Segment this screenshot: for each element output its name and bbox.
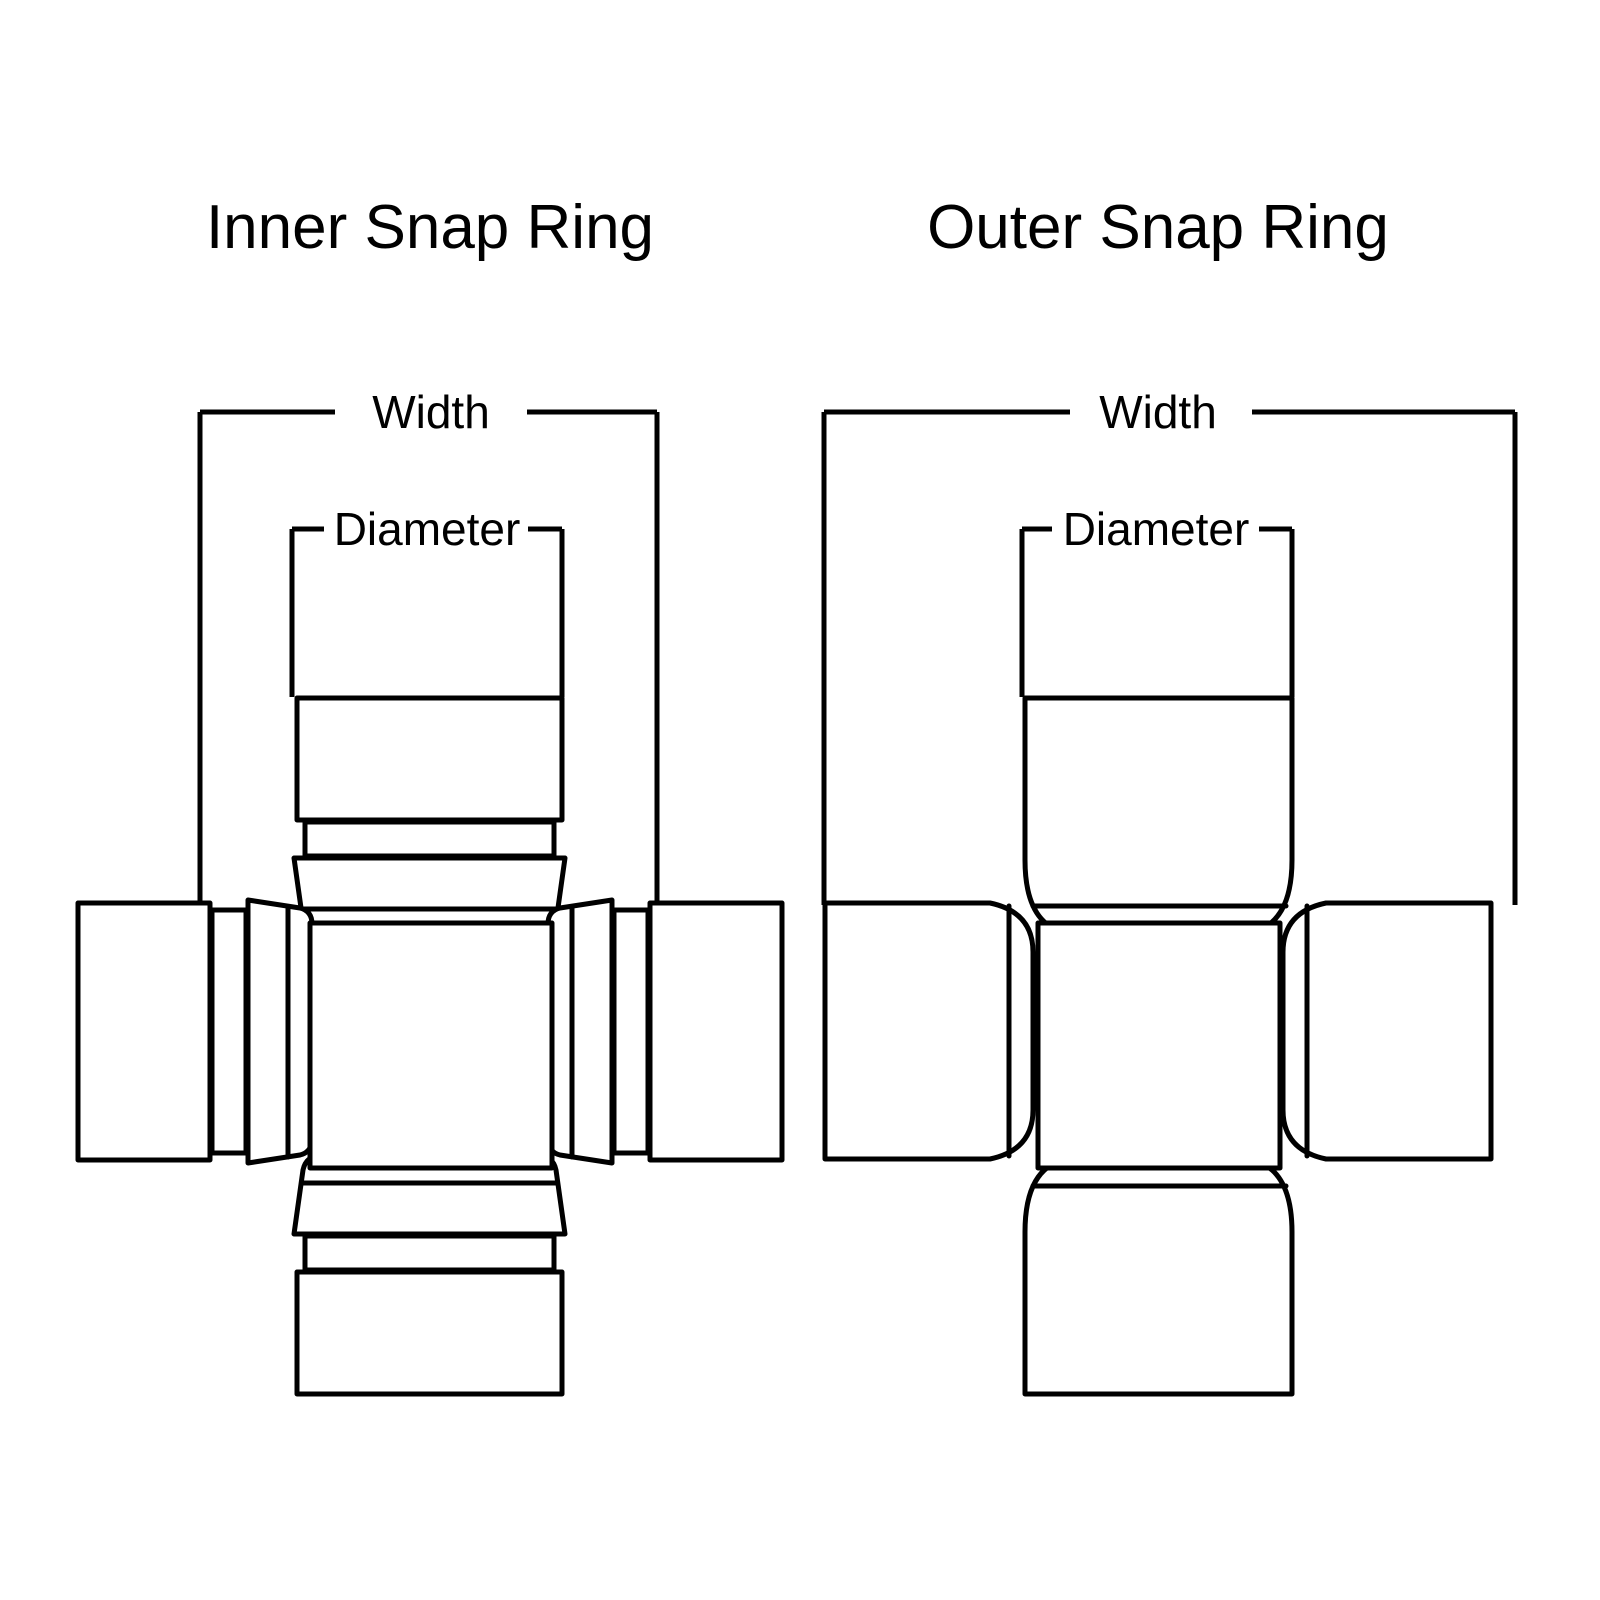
- bottom-cap-body: [1022, 1156, 1295, 1397]
- width-dimension-inner: Width: [197, 386, 660, 905]
- diameter-dimension-outer: Diameter: [1019, 503, 1295, 697]
- panel-title-inner-snap-ring: Inner Snap Ring: [206, 193, 654, 262]
- right-bearing-cap-inner: [545, 897, 785, 1166]
- width-dimension-label: Width: [372, 386, 490, 438]
- top-bearing-cap-inner: [291, 695, 568, 939]
- top-cap-body: [294, 695, 565, 823]
- bottom-snap-ring-band: [302, 1233, 557, 1273]
- right-snap-ring-band: [611, 907, 651, 1156]
- panel-inner-snap-ring: Inner Snap Ring Width Diameter: [75, 193, 785, 1397]
- diameter-dimension-label: Diameter: [334, 503, 521, 555]
- left-bearing-cap-inner: [75, 897, 315, 1166]
- left-cap-body: [822, 900, 1036, 1162]
- left-trunnion-shoulder: [245, 897, 315, 1166]
- panel-outer-snap-ring: Outer Snap Ring Width Diameter: [821, 193, 1518, 1397]
- right-cap-body: [1280, 900, 1494, 1162]
- top-snap-ring-band: [302, 819, 557, 859]
- bottom-bearing-cap-inner: [291, 1153, 568, 1397]
- bottom-bearing-cap-outer: [1022, 1156, 1295, 1397]
- right-trunnion-shoulder: [545, 897, 615, 1166]
- center-cross-body-inner: [307, 920, 555, 1171]
- top-cap-body: [1022, 695, 1295, 936]
- right-cap-body: [647, 900, 785, 1163]
- left-cap-body: [75, 900, 213, 1163]
- diameter-dimension-inner: Diameter: [289, 503, 565, 697]
- top-bearing-cap-outer: [1022, 695, 1295, 936]
- diameter-dimension-label: Diameter: [1063, 503, 1250, 555]
- width-dimension-outer: Width: [821, 386, 1518, 905]
- right-bearing-cap-outer: [1280, 900, 1494, 1162]
- center-cross-body-outer: [1035, 920, 1283, 1171]
- panel-title-outer-snap-ring: Outer Snap Ring: [927, 193, 1389, 262]
- width-dimension-label: Width: [1099, 386, 1217, 438]
- left-bearing-cap-outer: [822, 900, 1036, 1162]
- bottom-cap-body: [294, 1269, 565, 1397]
- left-snap-ring-band: [209, 907, 249, 1156]
